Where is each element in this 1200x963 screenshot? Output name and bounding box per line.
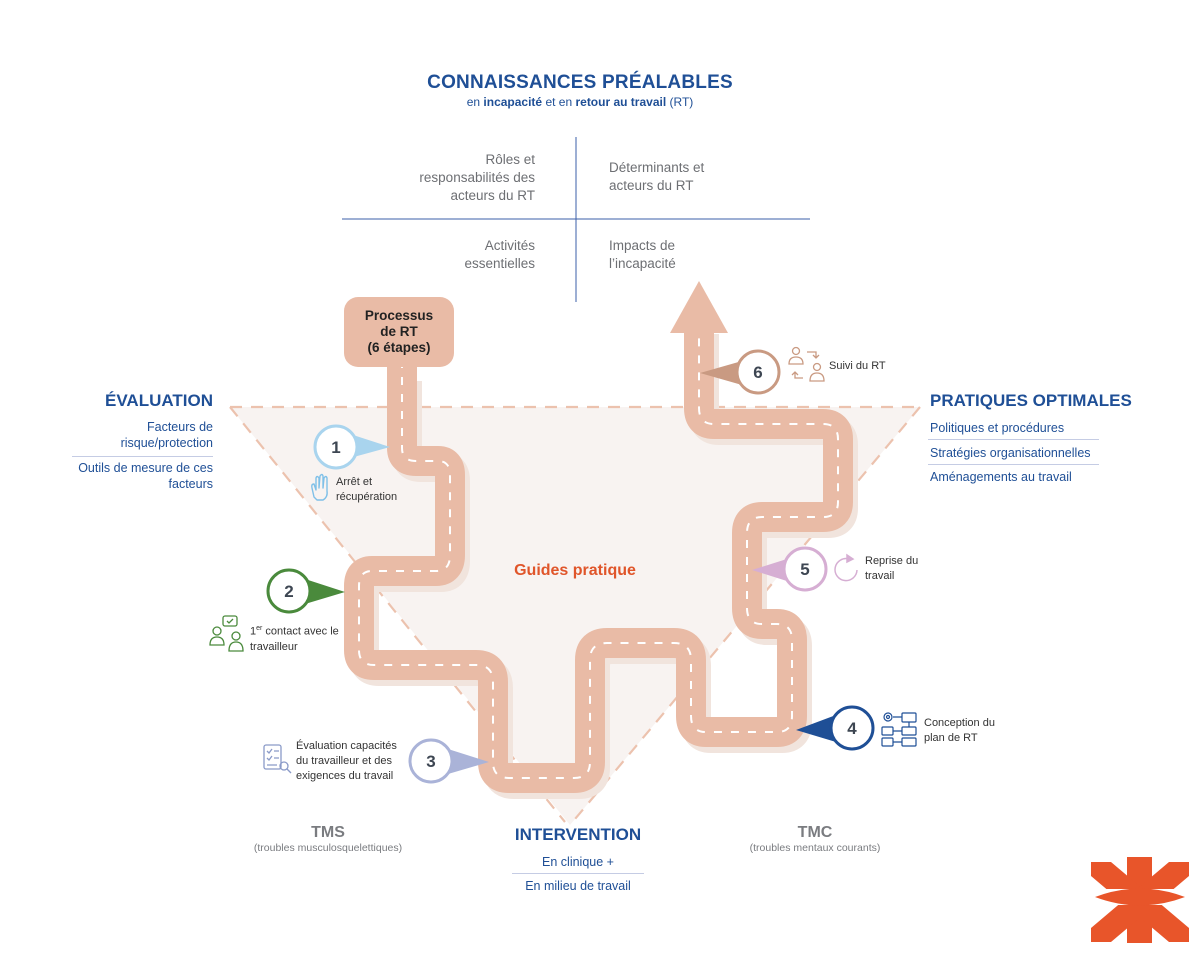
evaluation-title: ÉVALUATION: [105, 391, 213, 410]
tms-sub: (troubles musculosquelettiques): [253, 842, 403, 854]
evaluation-divider: [72, 456, 213, 457]
process-line-2: de RT: [380, 324, 418, 339]
intervention-title: INTERVENTION: [514, 825, 642, 844]
intervention-item-1: En clinique +: [542, 855, 614, 869]
step-1-number: 1: [331, 438, 340, 457]
step-6-number: 6: [753, 363, 762, 382]
step-1-label: Arrêt et récupération: [336, 476, 398, 503]
intervention-item-2: En milieu de travail: [525, 879, 631, 893]
main-subtitle: en incapacité et en retour au travail (R…: [466, 95, 694, 109]
main-title: CONNAISSANCES PRÉALABLES: [427, 72, 733, 93]
tms-label: TMS: [311, 824, 345, 841]
step-2-marker: 2: [266, 568, 345, 614]
hand-icon: [311, 473, 328, 501]
tmc-sub: (troubles mentaux courants): [749, 842, 881, 854]
cycle-icon: [834, 553, 858, 582]
evaluation-item-2: Outils de mesure de ces facteurs: [78, 461, 213, 491]
quadrant-top-right: Déterminants et acteurs du RT: [609, 160, 705, 193]
evaluation-item-1: Facteurs de risque/protection: [120, 420, 213, 450]
pratiques-divider-1: [928, 439, 1099, 440]
step-5-marker: 5: [752, 546, 828, 592]
process-box: Processus de RT (6 étapes): [344, 297, 454, 367]
process-line-3: (6 étapes): [367, 340, 431, 355]
quadrant-bottom-right: Impacts de l’incapacité: [609, 238, 676, 271]
step-5-label: Reprise du travail: [865, 555, 919, 582]
people-contact-icon: [209, 615, 244, 652]
road-dashes: [358, 328, 839, 779]
pratiques-item-2: Stratégies organisationnelles: [930, 446, 1091, 460]
step-5-number: 5: [800, 560, 809, 579]
road-arrow-head: [670, 281, 728, 333]
intervention-divider: [512, 873, 644, 874]
pratiques-item-3: Aménagements au travail: [930, 470, 1072, 484]
step-4-marker: 4: [796, 705, 875, 751]
followup-icon: [788, 346, 825, 382]
step-3-marker: 3: [408, 738, 489, 784]
pratiques-divider-2: [928, 464, 1099, 465]
step-1-marker: 1: [313, 424, 390, 470]
step-6-label: Suivi du RT: [829, 360, 886, 372]
plan-flowchart-icon: [881, 712, 917, 747]
guides-label: Guides pratique: [514, 562, 636, 579]
step-6-marker: 6: [700, 349, 781, 395]
logo-icon: [1091, 857, 1189, 943]
process-line-1: Processus: [364, 308, 434, 323]
pratiques-title: PRATIQUES OPTIMALES: [930, 391, 1132, 410]
step-4-label: Conception du plan de RT: [924, 717, 995, 744]
pratiques-item-1: Politiques et procédures: [930, 421, 1065, 435]
quadrant-top-left: Rôles et responsabilités des acteurs du …: [419, 152, 535, 203]
step-2-number: 2: [284, 582, 293, 601]
tmc-label: TMC: [797, 824, 833, 841]
checklist-icon: [263, 744, 292, 774]
step-2-label: 1er contact avec le travailleur: [250, 625, 339, 653]
dashed-right-line: [569, 406, 921, 826]
quadrant-bottom-left: Activités essentielles: [464, 238, 535, 271]
step-3-number: 3: [426, 752, 435, 771]
step-3-label: Évaluation capacités du travailleur et d…: [296, 740, 397, 782]
step-4-number: 4: [847, 719, 857, 738]
